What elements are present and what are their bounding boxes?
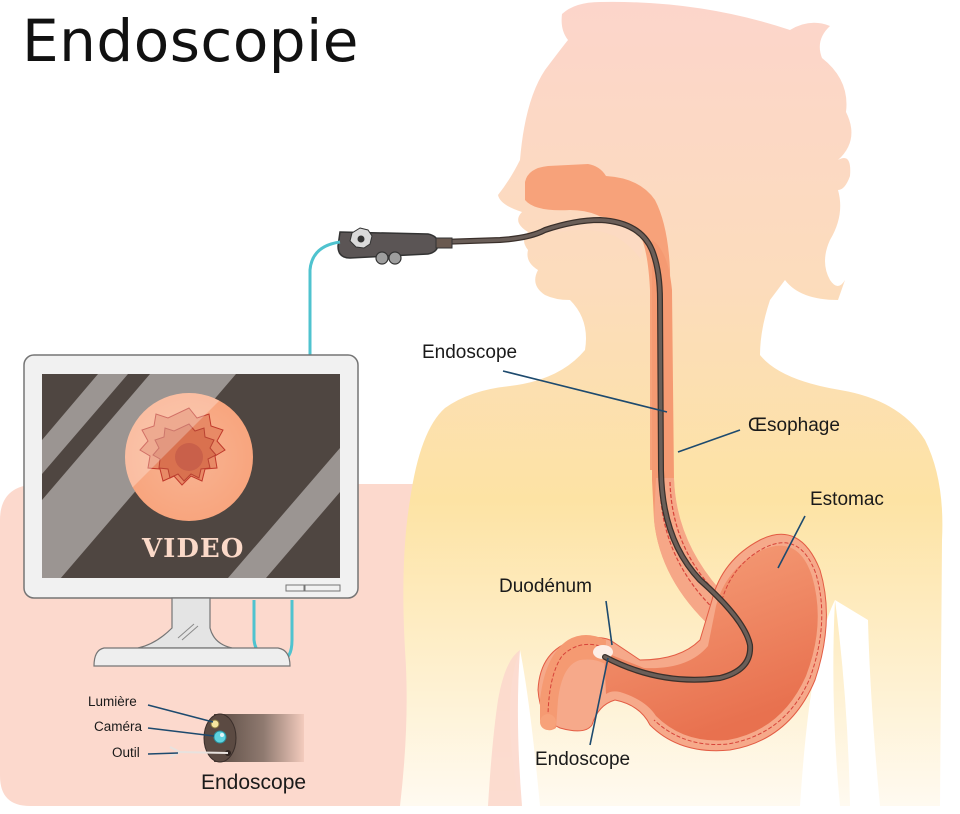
label-endoscope-lower: Endoscope bbox=[535, 749, 631, 770]
label-endoscope-upper: Endoscope bbox=[422, 342, 518, 363]
cable bbox=[308, 240, 341, 356]
endoscope-tip-inset bbox=[169, 713, 304, 763]
inset-caption: Endoscope bbox=[201, 771, 307, 794]
inset-label-camera: Caméra bbox=[94, 719, 143, 734]
page-title: Endoscopie bbox=[22, 7, 359, 75]
leader-lines bbox=[147, 370, 806, 755]
label-duodenum: Duodénum bbox=[499, 576, 592, 597]
inset-label-outil: Outil bbox=[112, 745, 140, 760]
label-estomac: Estomac bbox=[810, 489, 884, 510]
label-oesophage: Œsophage bbox=[748, 415, 840, 436]
endoscope-handle bbox=[337, 227, 453, 265]
monitor bbox=[23, 354, 359, 667]
inset-label-lumiere: Lumière bbox=[88, 694, 137, 709]
duodenum bbox=[540, 635, 606, 731]
monitor-screen-text: VIDEO bbox=[142, 534, 245, 564]
